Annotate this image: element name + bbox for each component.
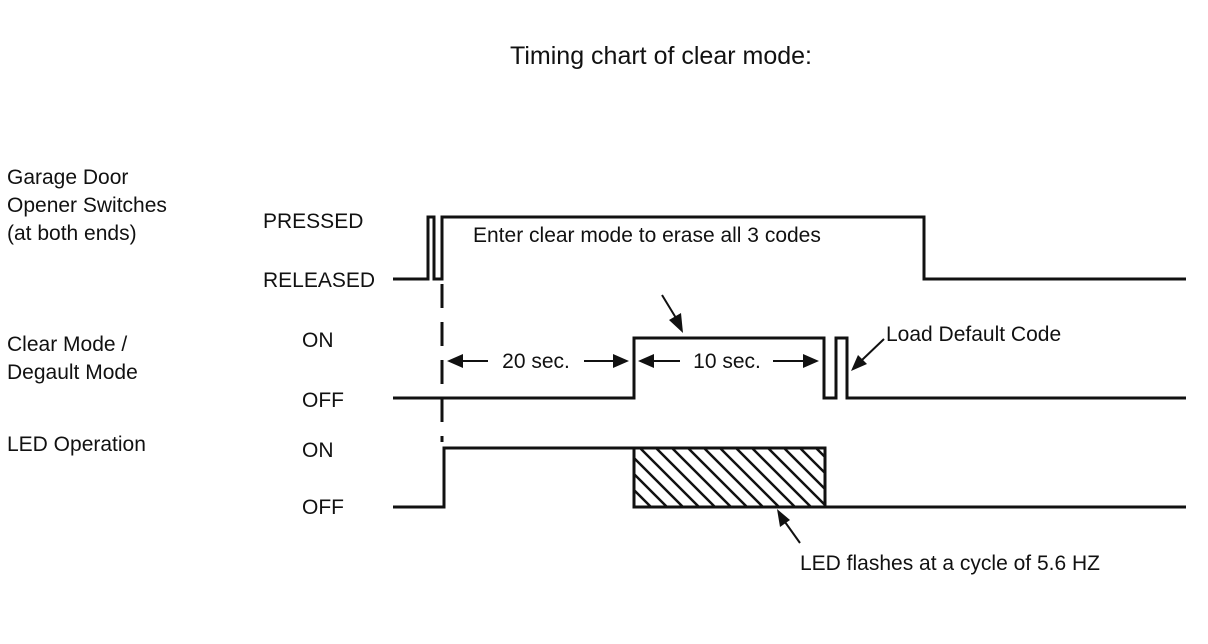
interval-label-10-sec: 10 sec. — [693, 350, 761, 373]
interval-20-sec: 20 sec. — [447, 350, 629, 373]
interval-10-sec: 10 sec. — [638, 350, 819, 373]
level-label-pressed: PRESSED — [263, 210, 363, 233]
level-label-led-off: OFF — [302, 496, 344, 519]
waveform-clear-mode — [393, 336, 1186, 400]
level-label-led-on: ON — [302, 439, 334, 462]
signal-label-line: Garage Door — [7, 166, 128, 189]
pointer-arrow-line — [784, 521, 801, 544]
arrowhead-left-icon — [638, 354, 654, 368]
arrowhead-right-icon — [803, 354, 819, 368]
pointer-arrow-clear-mode — [661, 294, 683, 333]
signal-label-led-operation: LED Operation — [7, 433, 146, 456]
pointer-arrow-line — [661, 294, 677, 319]
led-flash-hatched-region — [632, 446, 827, 509]
signal-label-clear-mode: Clear Mode / Degault Mode — [7, 333, 138, 384]
arrowhead-icon — [851, 355, 867, 371]
signal-label-line: Clear Mode / — [7, 333, 127, 356]
annotation-enter-clear-mode: Enter clear mode to erase all 3 codes — [473, 224, 821, 247]
pointer-arrow-led-flash — [777, 509, 801, 544]
annotation-led-flash: LED flashes at a cycle of 5.6 HZ — [800, 552, 1100, 575]
pointer-arrow-line — [861, 338, 885, 361]
signal-label-garage-door: Garage Door Opener Switches (at both end… — [7, 166, 173, 245]
arrowhead-left-icon — [447, 354, 463, 368]
interval-label-20-sec: 20 sec. — [502, 350, 570, 373]
pointer-arrow-load-default — [851, 338, 885, 371]
annotation-load-default-code: Load Default Code — [886, 323, 1061, 346]
arrowhead-icon — [777, 509, 790, 527]
level-label-released: RELEASED — [263, 269, 375, 292]
chart-title: Timing chart of clear mode: — [510, 42, 812, 70]
signal-label-line: Opener Switches — [7, 194, 167, 217]
level-label-clear-off: OFF — [302, 389, 344, 412]
arrowhead-right-icon — [613, 354, 629, 368]
level-label-clear-on: ON — [302, 329, 334, 352]
signal-label-line: Degault Mode — [7, 361, 138, 384]
waveform-led-operation — [393, 446, 634, 509]
signal-label-line: (at both ends) — [7, 222, 137, 245]
waveform-garage-door-switches — [393, 215, 1186, 281]
arrowhead-icon — [669, 313, 683, 333]
